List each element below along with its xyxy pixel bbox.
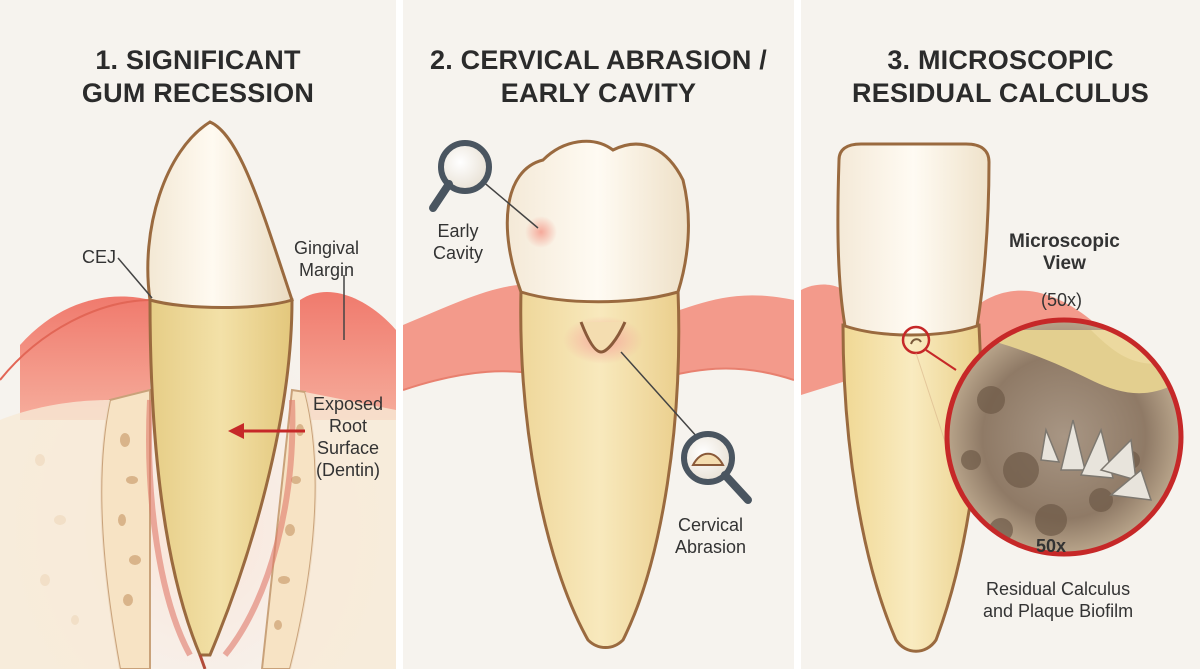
microscopic-view-label: Microscopic View	[1009, 231, 1120, 274]
lens-magnification-label: 50x	[1036, 536, 1067, 556]
panel-microscopic-calculus: 3. MICROSCOPIC RESIDUAL CALCULUS Microsc…	[801, 0, 1200, 669]
root-dentin	[148, 298, 294, 657]
crown-enamel	[146, 120, 294, 309]
magnifier-icon	[681, 431, 752, 504]
gingival-margin-label: Gingival Margin	[294, 238, 360, 280]
exposed-root-label: Exposed Root Surface (Dentin)	[313, 394, 384, 480]
microscopic-calculus-illustration	[801, 142, 1184, 653]
panel-title: 3. MICROSCOPIC RESIDUAL CALCULUS	[852, 45, 1149, 108]
crown	[505, 139, 690, 304]
magnification-label: (50x)	[1041, 290, 1083, 310]
cervical-abrasion-illustration	[403, 139, 794, 649]
cervical-abrasion-label: Cervical Abrasion	[675, 515, 747, 557]
gum-left	[20, 296, 150, 420]
red-arrow-icon	[228, 423, 305, 439]
panel-gum-recession: 1. SIGNIFICANT GUM RECESSION CEJ Gingiva…	[0, 0, 396, 669]
calculus-crystals	[1040, 419, 1153, 501]
crown	[836, 142, 991, 337]
cervical-notch	[579, 321, 627, 354]
magnifier-icon	[429, 140, 492, 212]
panel-cervical-abrasion: 2. CERVICAL ABRASION / EARLY CAVITY Earl…	[403, 0, 794, 669]
gum-right	[300, 291, 396, 420]
residual-calculus-label: Residual Calculus and Plaque Biofilm	[983, 579, 1134, 621]
cej-label: CEJ	[82, 247, 117, 267]
panel-title: 2. CERVICAL ABRASION / EARLY CAVITY	[430, 45, 767, 108]
microscope-lens	[944, 317, 1184, 557]
gum-recession-illustration	[0, 120, 396, 669]
early-cavity-label: Early Cavity	[433, 221, 484, 263]
panel-title: 1. SIGNIFICANT GUM RECESSION	[81, 45, 315, 108]
root	[519, 288, 681, 649]
gum-left	[801, 284, 849, 395]
